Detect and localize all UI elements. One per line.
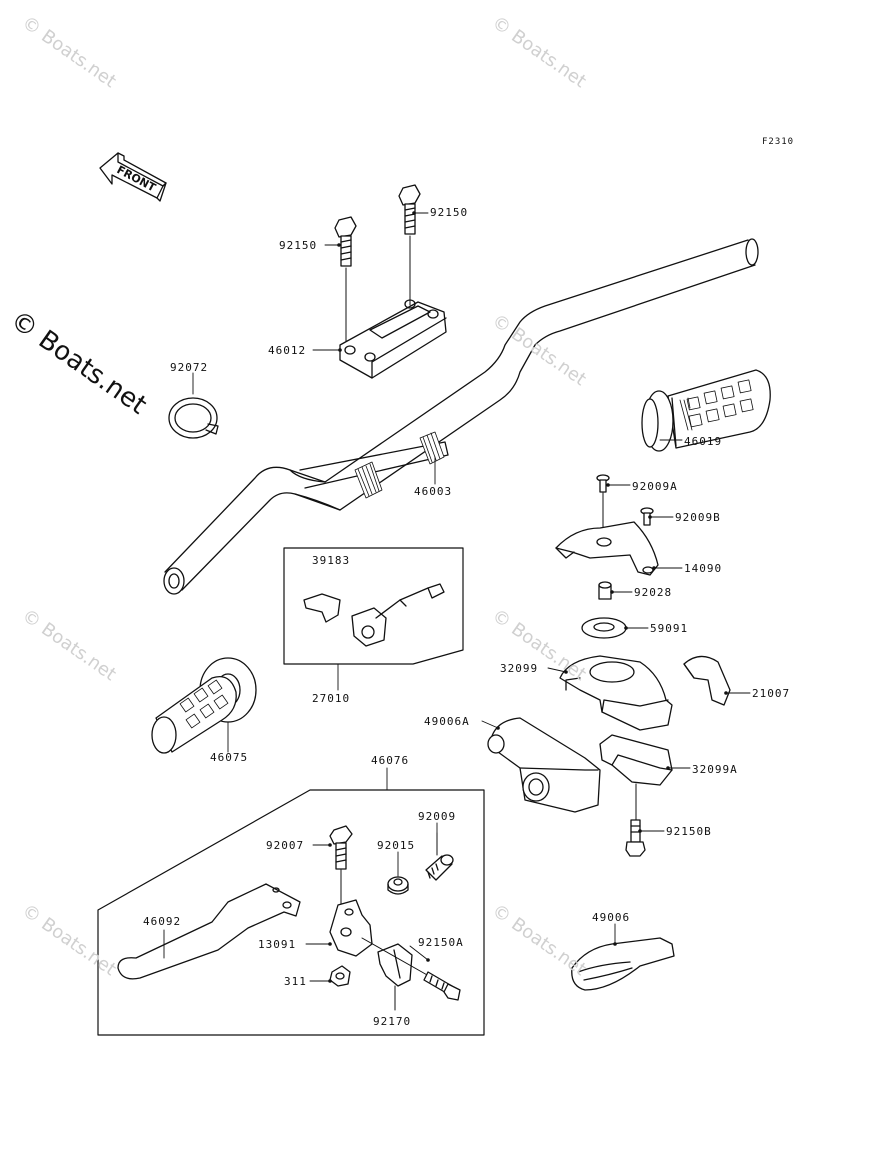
- bolt-92150-left: [334, 216, 357, 267]
- bolt-92150-right: [398, 184, 421, 235]
- bolt-92007: [329, 825, 353, 870]
- part-label: 46092: [143, 915, 182, 928]
- lever-clamp: [377, 943, 413, 987]
- part-label: 39183: [312, 554, 351, 567]
- part-label: 46019: [684, 435, 723, 448]
- part-label: 92150: [279, 239, 318, 252]
- right-grip: [641, 369, 771, 452]
- throttle-cable-part: [683, 655, 731, 706]
- throttle-housing: [487, 717, 601, 813]
- part-label: 46075: [210, 751, 249, 764]
- lever-adjuster-nut: [387, 876, 409, 895]
- part-label: 92150A: [418, 936, 464, 949]
- throttle-case: [559, 655, 673, 731]
- part-label: 21007: [752, 687, 791, 700]
- bolt-92150A: [361, 937, 461, 1001]
- part-label: 46012: [268, 344, 307, 357]
- throttle-cap: [571, 937, 675, 991]
- band-clip: [168, 397, 219, 439]
- part-label: 92072: [170, 361, 209, 374]
- leader-lines: [163, 212, 751, 982]
- part-label: 59091: [650, 622, 689, 635]
- part-label: 92028: [634, 586, 673, 599]
- handlebar-holder: [339, 299, 447, 379]
- part-label: 32099A: [692, 763, 738, 776]
- front-arrow-icon: FRONT: [99, 152, 167, 202]
- part-label: 46003: [414, 485, 453, 498]
- part-label: 14090: [684, 562, 723, 575]
- switch-box: [283, 547, 464, 665]
- part-label: 27010: [312, 692, 351, 705]
- handlebar: [163, 238, 759, 595]
- seal: [581, 617, 627, 639]
- clutch-lever: [117, 883, 301, 980]
- part-label: 92015: [377, 839, 416, 852]
- leader-dots: [328, 211, 728, 983]
- screw-92009A: [596, 474, 610, 493]
- part-label: 46076: [371, 754, 410, 767]
- collar: [598, 581, 612, 600]
- part-label: 92007: [266, 839, 305, 852]
- part-label: 49006: [592, 911, 631, 924]
- part-label: 92009A: [632, 480, 678, 493]
- throttle-cover: [555, 521, 659, 576]
- part-label: 92150: [430, 206, 469, 219]
- part-label: 311: [284, 975, 307, 988]
- part-label: 92009B: [675, 511, 721, 524]
- throttle-clamp: [599, 734, 673, 786]
- clutch-lever-assembly: [97, 789, 485, 1036]
- part-label: 92009: [418, 810, 457, 823]
- part-label: 92170: [373, 1015, 412, 1028]
- part-label: 49006A: [424, 715, 470, 728]
- part-label: 32099: [500, 662, 539, 675]
- part-label: 92150B: [666, 825, 712, 838]
- figure-code: F2310: [762, 137, 795, 147]
- part-label: 13091: [258, 938, 297, 951]
- bolt-92150B: [625, 819, 646, 857]
- lever-holder: [329, 899, 373, 957]
- lever-adjuster-screw: [425, 854, 454, 881]
- left-grip: [151, 657, 257, 754]
- nut-311: [329, 965, 351, 987]
- screw-92009B: [640, 507, 654, 526]
